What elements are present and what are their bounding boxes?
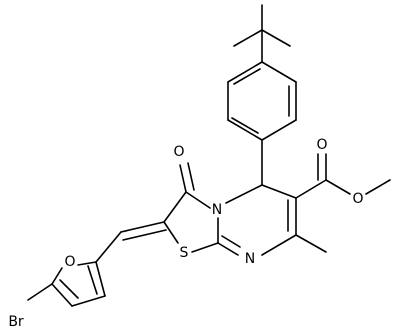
atom-label-ester-o-carbonyl: O [316, 137, 327, 153]
bond [217, 242, 239, 256]
atom-label-ester-o-ether: O [352, 191, 363, 207]
atom-labels: O N S N O Br O O [8, 137, 363, 330]
atom-label-n-ring: N [212, 202, 222, 218]
atom-label-br: Br [8, 314, 24, 330]
bond [87, 265, 98, 295]
bond [185, 191, 211, 209]
bond [261, 29, 291, 47]
bond [122, 229, 167, 241]
bond-lines [27, 4, 391, 307]
bond [71, 295, 106, 307]
bond [261, 61, 297, 83]
bond [187, 162, 195, 191]
bond [51, 267, 63, 285]
bond [120, 221, 165, 233]
bond [261, 119, 297, 141]
bond [233, 29, 263, 47]
atom-label-oxo: O [173, 144, 184, 160]
bond [191, 242, 219, 253]
bond [295, 234, 327, 253]
atom-label-s-ring: S [180, 245, 189, 261]
bond [261, 184, 297, 199]
bond [51, 283, 73, 307]
bond [295, 179, 327, 199]
bond [233, 68, 261, 85]
bond [59, 279, 79, 299]
bond [231, 117, 259, 134]
bond [27, 283, 53, 301]
bond [179, 164, 187, 193]
bond [225, 184, 263, 204]
atom-label-n-imine: N [245, 251, 255, 267]
bond [365, 179, 391, 195]
bond [95, 261, 106, 297]
bond [221, 235, 241, 248]
bond [163, 221, 179, 244]
bond [227, 119, 263, 141]
bond [227, 61, 263, 83]
atom-label-furan-o: O [64, 254, 75, 270]
bond [325, 179, 351, 195]
bond [261, 234, 297, 256]
bond [163, 191, 187, 223]
bond [77, 261, 97, 266]
bond [95, 231, 122, 263]
